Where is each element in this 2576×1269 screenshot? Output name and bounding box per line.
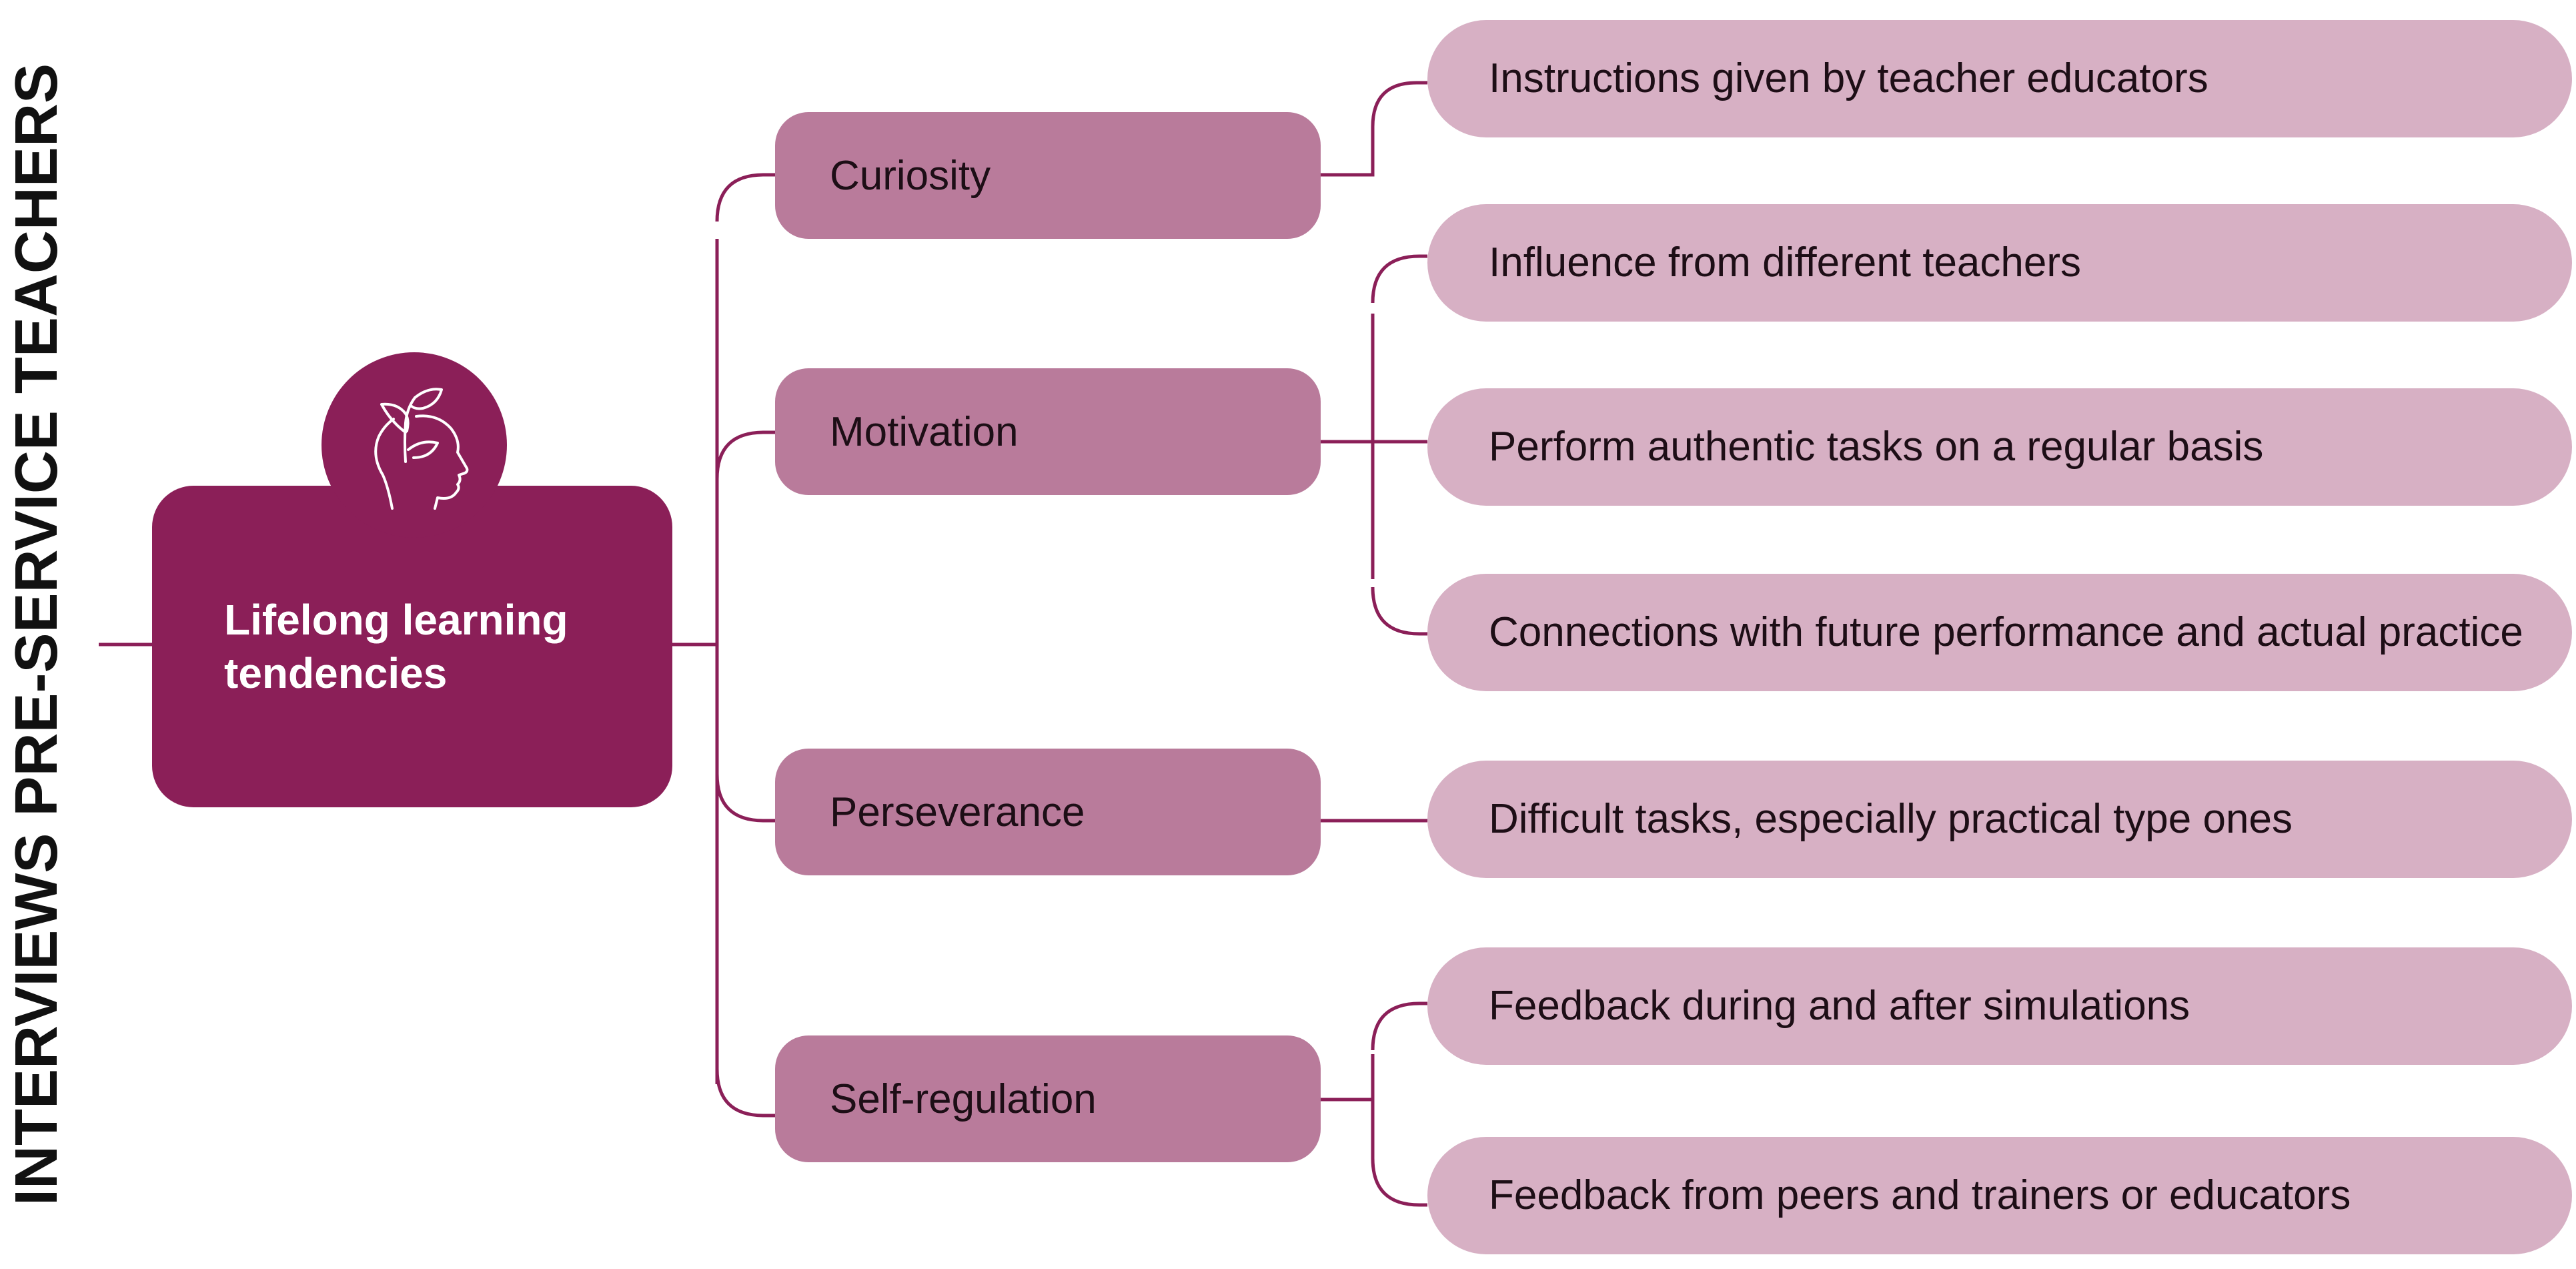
connector-motivation-bottom xyxy=(1371,586,1427,636)
leaf-node: Feedback from peers and trainers or educ… xyxy=(1427,1137,2572,1254)
category-perseverance: Perseverance xyxy=(775,749,1321,875)
category-label: Motivation xyxy=(830,408,1019,455)
leaf-label: Instructions given by teacher educators xyxy=(1489,55,2208,101)
leaf-node: Feedback during and after simulations xyxy=(1427,947,2572,1065)
connector-to-perseverance xyxy=(715,773,775,823)
connector-to-self-regulation xyxy=(715,1068,775,1118)
leaf-node: Influence from different teachers xyxy=(1427,204,2572,322)
leaf-label: Feedback during and after simulations xyxy=(1489,983,2190,1029)
head-with-sprout-icon xyxy=(321,352,507,538)
leaf-label: Connections with future performance and … xyxy=(1489,609,2523,655)
connector-selfreg-bottom xyxy=(1371,1158,1427,1207)
connector-motivation-top xyxy=(1371,254,1427,304)
connector-to-motivation xyxy=(715,430,775,480)
leaf-node: Difficult tasks, especially practical ty… xyxy=(1427,761,2572,878)
category-label: Self-regulation xyxy=(830,1076,1097,1122)
leaf-label: Perform authentic tasks on a regular bas… xyxy=(1489,424,2264,470)
category-motivation: Motivation xyxy=(775,368,1321,495)
category-self-regulation: Self-regulation xyxy=(775,1035,1321,1162)
leaf-node: Connections with future performance and … xyxy=(1427,574,2572,691)
connector-selfreg-top xyxy=(1371,1001,1427,1051)
category-label: Curiosity xyxy=(830,152,991,199)
connector-to-curiosity xyxy=(715,173,775,222)
category-label: Perseverance xyxy=(830,789,1085,835)
root-label: Lifelong learning tendencies xyxy=(224,596,568,697)
leaf-label: Difficult tasks, especially practical ty… xyxy=(1489,796,2293,842)
leaf-node: Instructions given by teacher educators xyxy=(1427,20,2572,137)
category-curiosity: Curiosity xyxy=(775,112,1321,239)
root-node: Lifelong learning tendencies xyxy=(152,486,672,807)
leaf-label: Feedback from peers and trainers or educ… xyxy=(1489,1172,2351,1218)
connector-curiosity-leaf xyxy=(1321,81,1427,177)
leaf-label: Influence from different teachers xyxy=(1489,240,2082,286)
leaf-node: Perform authentic tasks on a regular bas… xyxy=(1427,388,2572,506)
